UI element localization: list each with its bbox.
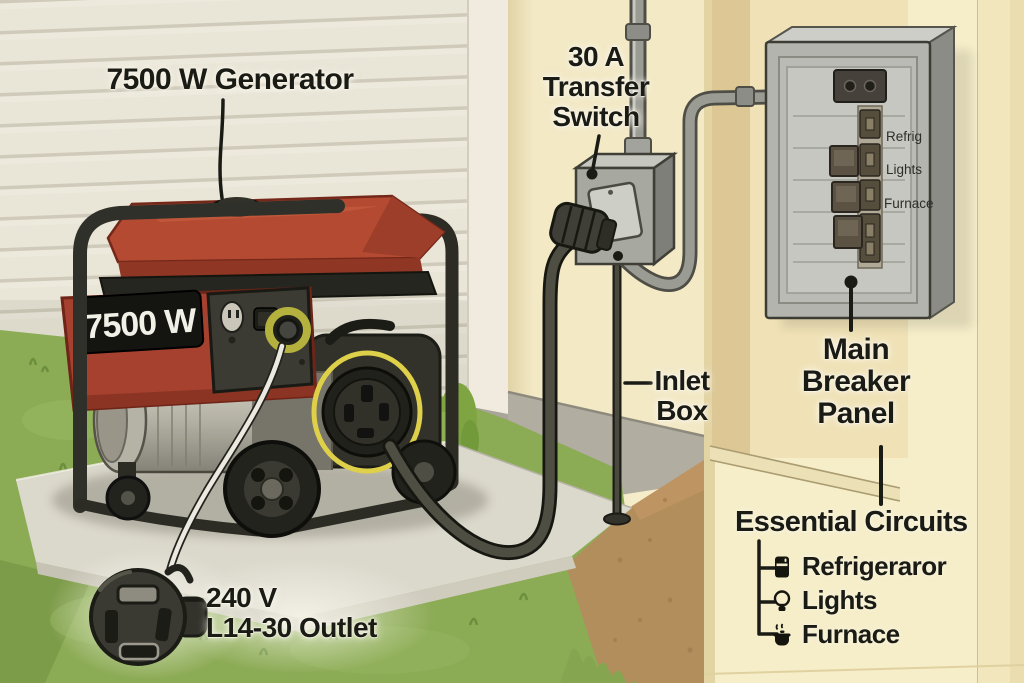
wattage-badge-text: 7500 W [83, 302, 198, 347]
refrigerator-icon [775, 556, 789, 577]
conduit-to-panel [619, 86, 771, 292]
essential-circuits-tree-lines [757, 539, 779, 636]
wall-corner-shade [704, 0, 715, 683]
niche-sill [710, 446, 900, 501]
niche-left-frame [712, 0, 750, 458]
callout-line-transfer-switch [591, 134, 601, 170]
callout-lines [184, 98, 883, 636]
inlet-box-callout-label: Inlet Box [654, 365, 710, 426]
plug-blade-right [155, 607, 172, 642]
circuit-label-refrig: Refrig [886, 129, 922, 144]
wattage-badge: 7500 W [75, 289, 205, 355]
callout-dot-main-panel [844, 275, 858, 289]
label-glow [165, 558, 435, 674]
breaker-panel: Refrig Lights Furnace [764, 25, 972, 328]
furnace-icon [773, 622, 791, 645]
l14-30-plug [89, 564, 208, 666]
essential-circuit-label: Refrigeraror [802, 551, 947, 581]
inserted-plug [276, 318, 300, 342]
frame-front-hoop [73, 199, 345, 513]
dirt-bed [560, 460, 704, 683]
circuit-label-lights: Lights [886, 162, 922, 177]
dirt-grass-edge [560, 648, 637, 683]
generator-240v-receptacle [311, 350, 423, 474]
yellow-highlight-ring [311, 350, 423, 474]
main-breaker [833, 69, 887, 103]
left-breakers [829, 145, 863, 249]
control-panel [206, 286, 314, 394]
main-wheel [223, 440, 321, 538]
essential-circuit-item-refrigerator: Refrigeraror [770, 551, 947, 582]
conduit-riser [624, 0, 652, 157]
plug-ground-blade [116, 584, 160, 605]
cord-plug [549, 201, 618, 254]
branch-breakers [859, 109, 881, 263]
transfer-switch-callout-label: 30 A Transfer Switch [542, 41, 650, 132]
duplex-outlet [220, 301, 244, 333]
lightbulb-icon [773, 589, 791, 611]
essential-circuit-item-furnace: Furnace [770, 619, 900, 650]
conduit-coupling [735, 86, 755, 107]
callout-dot-transfer-switch [586, 168, 598, 180]
circuit-label-furnace: Furnace [884, 196, 934, 211]
essential-circuit-label: Lights [802, 585, 878, 615]
conduit-coupling [625, 23, 651, 41]
generator-callout-label: 7500 W Generator [106, 63, 354, 96]
essential-circuit-item-lights: Lights [770, 585, 878, 616]
main-breaker-panel-callout-label: Main Breaker Panel [801, 333, 911, 431]
essential-circuit-label: Furnace [802, 619, 900, 649]
essential-circuits-title: Essential Circuits [735, 506, 968, 538]
plug-blade-bottom [118, 642, 160, 661]
generator: 7500 W [60, 194, 459, 538]
white-power-cord [166, 342, 286, 574]
plug-blade-left [105, 610, 118, 643]
callout-line-generator [218, 98, 225, 200]
corner-trim-board [468, 0, 508, 462]
caster-wheel [105, 462, 151, 521]
generator-extension-cord [382, 234, 578, 561]
outlet-callout-label: 240 V L14-30 Outlet [206, 582, 377, 643]
inlet-ground-conduit [603, 258, 631, 526]
